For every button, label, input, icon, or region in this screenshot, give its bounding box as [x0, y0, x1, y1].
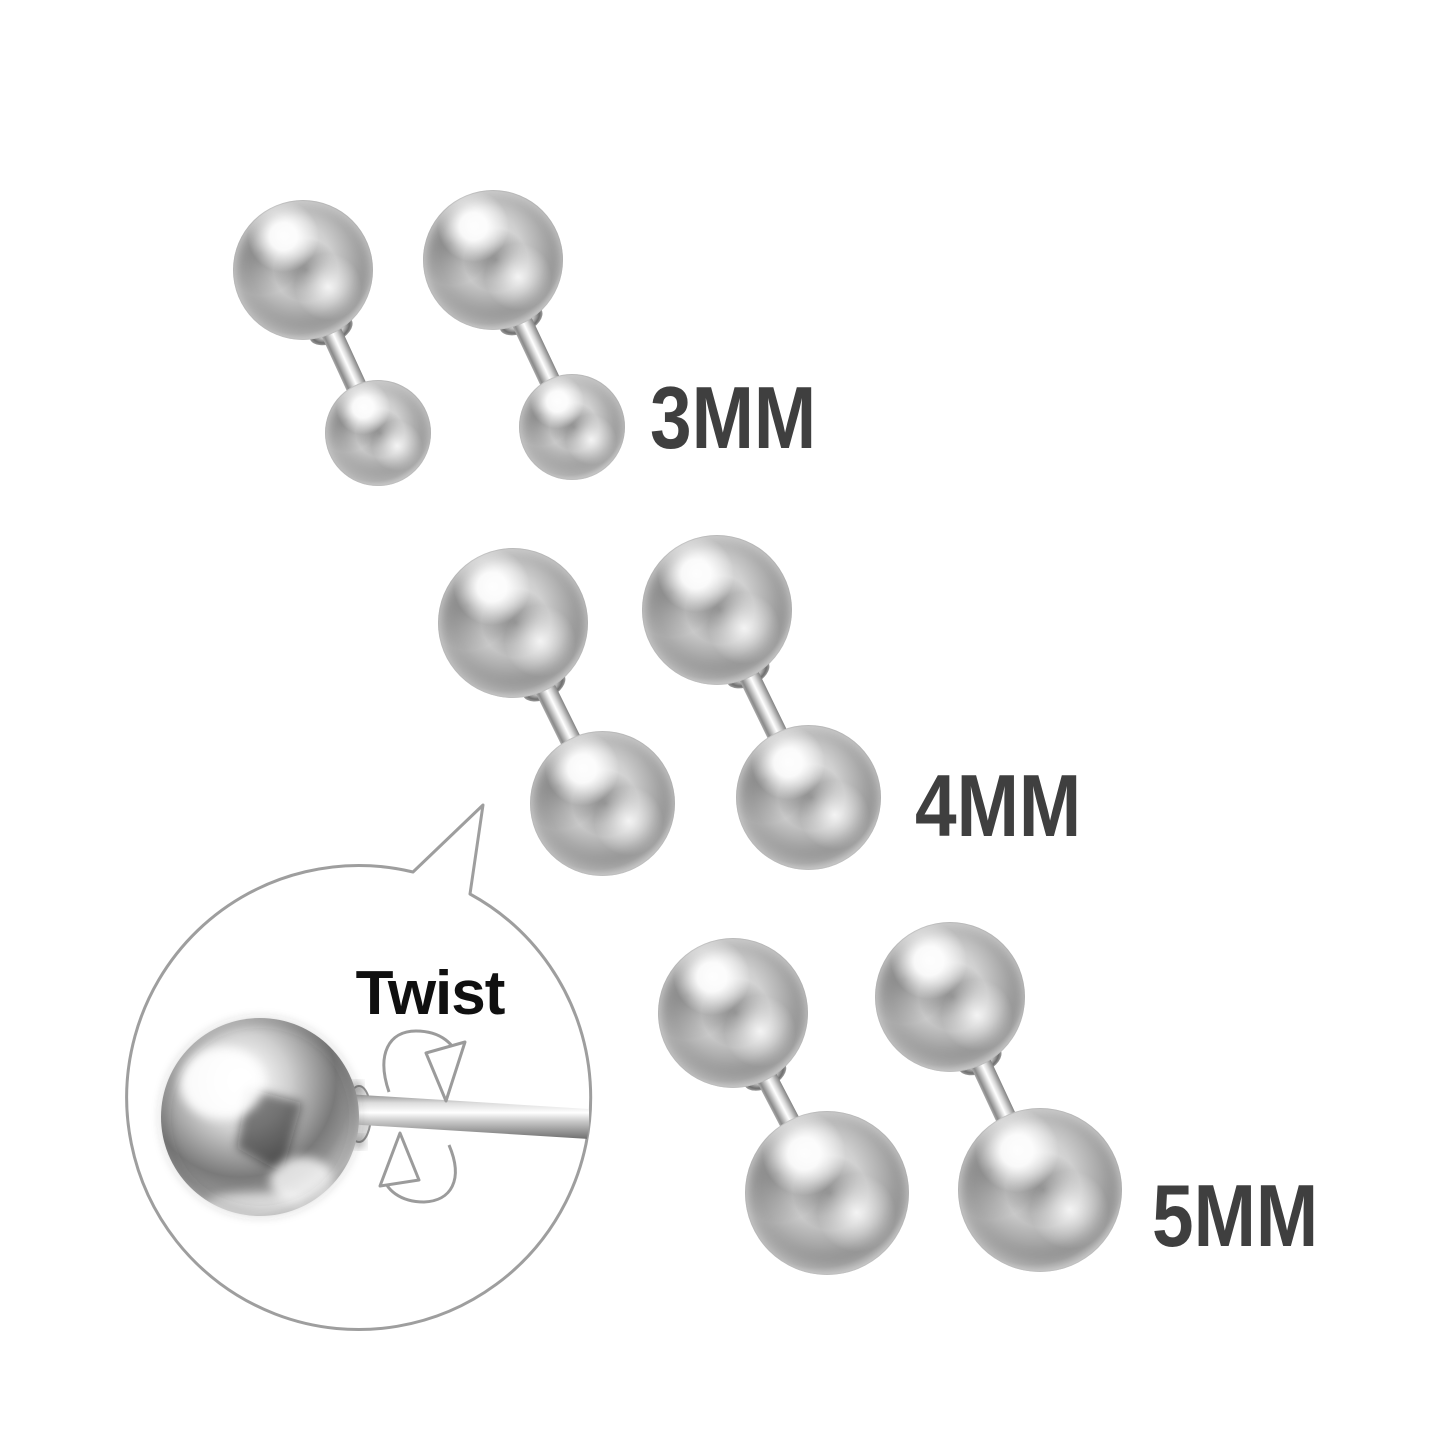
ball-bottom: [745, 1111, 909, 1275]
ball-bottom: [519, 374, 625, 480]
twist-label: Twist: [356, 959, 505, 1028]
twist-callout: Twist: [125, 803, 593, 1332]
ball-bottom: [325, 380, 431, 486]
ball-top: [233, 200, 373, 340]
rotation-arrow-bottom-icon: [378, 1131, 457, 1204]
size-label-4mm: 4MM: [915, 756, 1082, 855]
size-label-5mm: 5MM: [1152, 1166, 1319, 1265]
ball-top: [658, 938, 808, 1088]
ball-top: [423, 190, 563, 330]
ball-top: [642, 535, 792, 685]
zoom-stem: [330, 1093, 589, 1139]
ball-bottom: [736, 725, 881, 870]
size-label-3mm: 3MM: [650, 368, 817, 467]
zoom-ball: [161, 1018, 359, 1218]
rotation-arrow-top-icon: [382, 1029, 467, 1103]
ball-bottom: [958, 1108, 1122, 1272]
ball-bottom: [530, 731, 675, 876]
ball-top: [875, 922, 1025, 1072]
ball-top: [438, 548, 588, 698]
